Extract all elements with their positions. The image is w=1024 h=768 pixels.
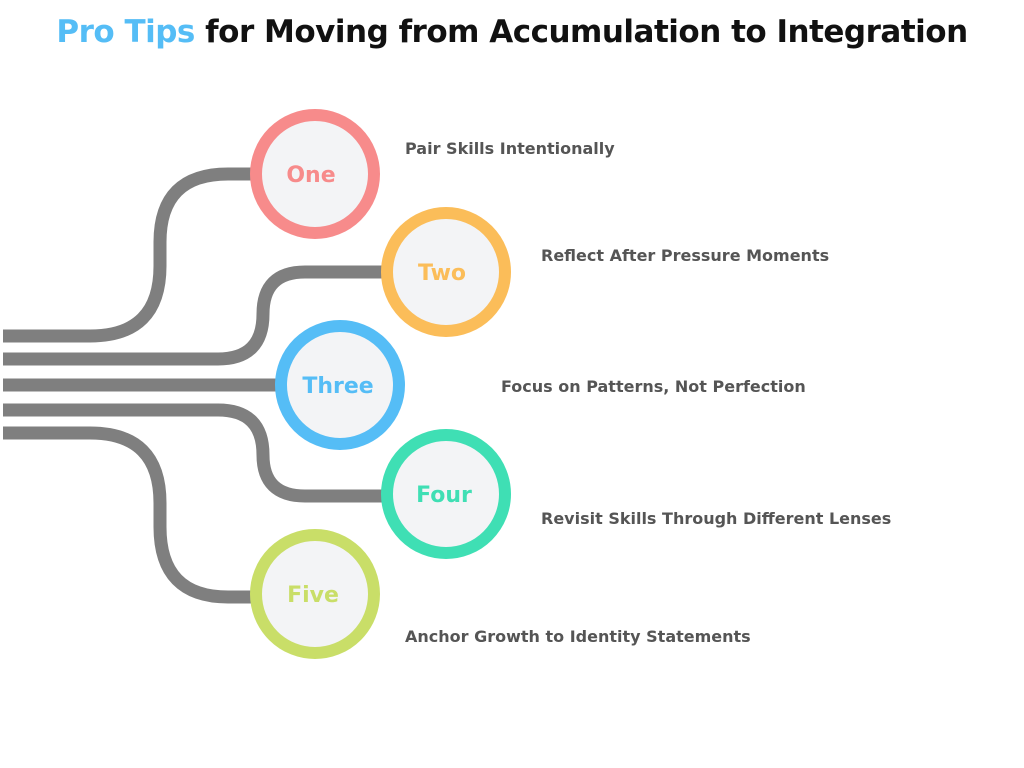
connector-two bbox=[3, 265, 445, 366]
tip-label-one: Pair Skills Intentionally bbox=[405, 139, 615, 158]
title-accent: Pro Tips bbox=[56, 14, 195, 50]
node-five: Five bbox=[250, 529, 380, 659]
node-one: One bbox=[250, 109, 380, 239]
node-four: Four bbox=[381, 429, 511, 559]
node-label-two: Two bbox=[418, 261, 466, 286]
tip-label-two: Reflect After Pressure Moments bbox=[541, 246, 830, 265]
node-label-one: One bbox=[286, 163, 335, 188]
tip-label-three: Focus on Patterns, Not Perfection bbox=[501, 377, 806, 396]
node-three: Three bbox=[275, 320, 405, 450]
connector-one bbox=[3, 167, 315, 343]
node-label-five: Five bbox=[287, 583, 339, 608]
connector-five bbox=[3, 426, 315, 604]
node-two: Two bbox=[381, 207, 511, 337]
nodes: One Two Three Four Five bbox=[250, 109, 511, 659]
tip-label-five: Anchor Growth to Identity Statements bbox=[405, 627, 751, 646]
title-rest: for Moving from Accumulation to Integrat… bbox=[205, 14, 968, 50]
tip-label-four: Revisit Skills Through Different Lenses bbox=[541, 509, 892, 528]
node-label-four: Four bbox=[416, 483, 472, 508]
node-label-three: Three bbox=[302, 374, 373, 399]
page-title: Pro Tips for Moving from Accumulation to… bbox=[0, 14, 1024, 50]
connector-four bbox=[3, 403, 445, 503]
